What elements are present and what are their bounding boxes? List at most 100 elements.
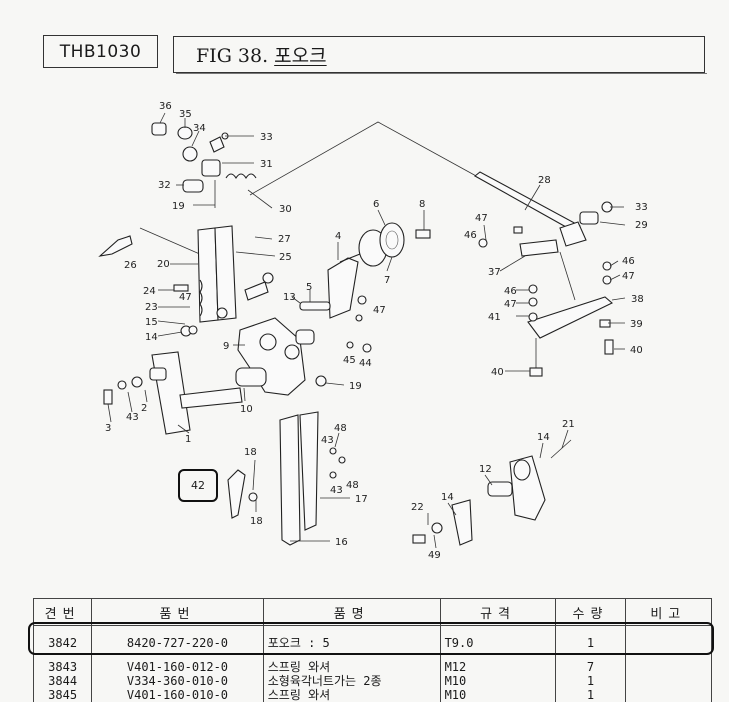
callout-number: 41 bbox=[488, 312, 501, 323]
callout-number: 49 bbox=[428, 550, 441, 561]
callout-number: 9 bbox=[223, 341, 229, 352]
callout-number: 1 bbox=[185, 434, 191, 445]
cell-part-no: V334-360-010-0 bbox=[91, 674, 264, 688]
callout-number: 18 bbox=[250, 516, 263, 527]
linkage-outline bbox=[249, 121, 479, 196]
lever-arm bbox=[103, 351, 243, 435]
column-header: 견번 bbox=[32, 598, 93, 626]
callout-number: 48 bbox=[334, 423, 347, 434]
callout-number: 27 bbox=[278, 234, 291, 245]
title-underline bbox=[176, 73, 707, 74]
cell-name: 스프링 와셔 bbox=[262, 688, 441, 702]
callout-number: 36 bbox=[159, 101, 172, 112]
callout-number: 44 bbox=[359, 358, 372, 369]
table-header-row: 견번 품번 품명 규격 수량 비고 bbox=[32, 598, 713, 626]
callout-number: 24 bbox=[143, 286, 156, 297]
callout-number: 32 bbox=[158, 180, 171, 191]
callout-number: 20 bbox=[157, 259, 170, 270]
cell-qty: 1 bbox=[555, 688, 626, 702]
callout-number: 43 bbox=[126, 412, 139, 423]
cell-spec: M12 bbox=[439, 660, 557, 674]
callout-number: 47 bbox=[622, 271, 635, 282]
callout-number: 26 bbox=[124, 260, 137, 271]
model-code-box: THB1030 bbox=[43, 35, 158, 68]
cell-spec: M10 bbox=[439, 674, 557, 688]
callout-number: 23 bbox=[145, 302, 158, 313]
callout-number: 3 bbox=[105, 423, 111, 434]
callout-number: 40 bbox=[491, 367, 504, 378]
cell-remark bbox=[624, 660, 713, 674]
column-header: 규격 bbox=[439, 598, 557, 626]
callout-number: 46 bbox=[464, 230, 477, 241]
mount-plate bbox=[527, 251, 614, 377]
figure-title: FIG 38. 포오크 bbox=[196, 41, 327, 68]
callout-number: 8 bbox=[419, 199, 425, 210]
table-row: 3845 V401-160-010-0 스프링 와셔 M10 1 bbox=[32, 688, 713, 702]
figure-prefix: FIG 38. bbox=[196, 45, 269, 67]
callout-number: 14 bbox=[145, 332, 158, 343]
fork-blades bbox=[227, 411, 346, 546]
figure-name: 포오크 bbox=[274, 45, 327, 67]
callout-number: 19 bbox=[349, 381, 362, 392]
column-header: 비고 bbox=[624, 598, 713, 626]
rod-linkage bbox=[474, 171, 613, 257]
callout-number: 16 bbox=[335, 537, 348, 548]
callout-number: 46 bbox=[504, 286, 517, 297]
callout-number: 43 bbox=[330, 485, 343, 496]
table-row: 3843 V401-160-012-0 스프링 와셔 M12 7 bbox=[32, 660, 713, 674]
top-fitting-group bbox=[151, 122, 257, 208]
callout-numbers: 36 35 34 33 31 32 19 30 28 6 8 47 46 33 … bbox=[105, 101, 648, 561]
highlighted-callout-number: 42 bbox=[191, 479, 205, 492]
cell-qty: 1 bbox=[555, 674, 626, 688]
cell-item-no: 3844 bbox=[32, 674, 93, 688]
left-plate-assembly bbox=[173, 225, 274, 337]
fork-body bbox=[235, 317, 327, 396]
cell-spec: M10 bbox=[439, 688, 557, 702]
cell-qty: 7 bbox=[555, 660, 626, 674]
callout-number: 18 bbox=[244, 447, 257, 458]
table-row: 3844 V334-360-010-0 소형육각너트가는 2종 M10 1 bbox=[32, 674, 713, 688]
column-header: 품번 bbox=[91, 598, 264, 626]
callout-number: 25 bbox=[279, 252, 292, 263]
callout-number: 47 bbox=[179, 292, 192, 303]
callout-number: 7 bbox=[384, 275, 390, 286]
callout-number: 37 bbox=[488, 267, 501, 278]
callout-number: 12 bbox=[479, 464, 492, 475]
callout-number: 4 bbox=[335, 231, 341, 242]
callout-number: 5 bbox=[306, 282, 312, 293]
callout-number: 39 bbox=[630, 319, 643, 330]
leader-lines bbox=[107, 112, 626, 549]
cell-item-no: 3843 bbox=[32, 660, 93, 674]
callout-number: 38 bbox=[631, 294, 644, 305]
lever-handle bbox=[98, 235, 133, 257]
figure-title-box: FIG 38. 포오크 bbox=[173, 36, 705, 73]
callout-number: 40 bbox=[630, 345, 643, 356]
column-header: 수량 bbox=[555, 598, 626, 626]
cell-name: 스프링 와셔 bbox=[262, 660, 441, 674]
callout-number: 14 bbox=[537, 432, 550, 443]
callout-number: 21 bbox=[562, 419, 575, 430]
callout-number: 22 bbox=[411, 502, 424, 513]
cell-item-no: 3845 bbox=[32, 688, 93, 702]
column-header: 품명 bbox=[262, 598, 441, 626]
lower-arm-assembly bbox=[412, 439, 572, 546]
callout-number: 17 bbox=[355, 494, 368, 505]
upright-bracket bbox=[299, 249, 372, 353]
exploded-parts-diagram: 36 35 34 33 31 32 19 30 28 6 8 47 46 33 … bbox=[98, 101, 648, 561]
highlighted-callout-box: 42 bbox=[178, 469, 218, 502]
callout-number: 2 bbox=[141, 403, 147, 414]
cell-part-no: V401-160-010-0 bbox=[91, 688, 264, 702]
callout-number: 10 bbox=[240, 404, 253, 415]
callout-number: 15 bbox=[145, 317, 158, 328]
callout-number: 28 bbox=[538, 175, 551, 186]
highlighted-row-outline bbox=[28, 622, 714, 655]
callout-number: 48 bbox=[346, 480, 359, 491]
model-code: THB1030 bbox=[59, 41, 142, 62]
callout-number: 31 bbox=[260, 159, 273, 170]
callout-number: 34 bbox=[193, 123, 206, 134]
gear-assembly bbox=[358, 222, 431, 267]
cell-remark bbox=[624, 674, 713, 688]
bracket-line bbox=[139, 227, 203, 256]
callout-number: 46 bbox=[622, 256, 635, 267]
callout-number: 30 bbox=[279, 204, 292, 215]
